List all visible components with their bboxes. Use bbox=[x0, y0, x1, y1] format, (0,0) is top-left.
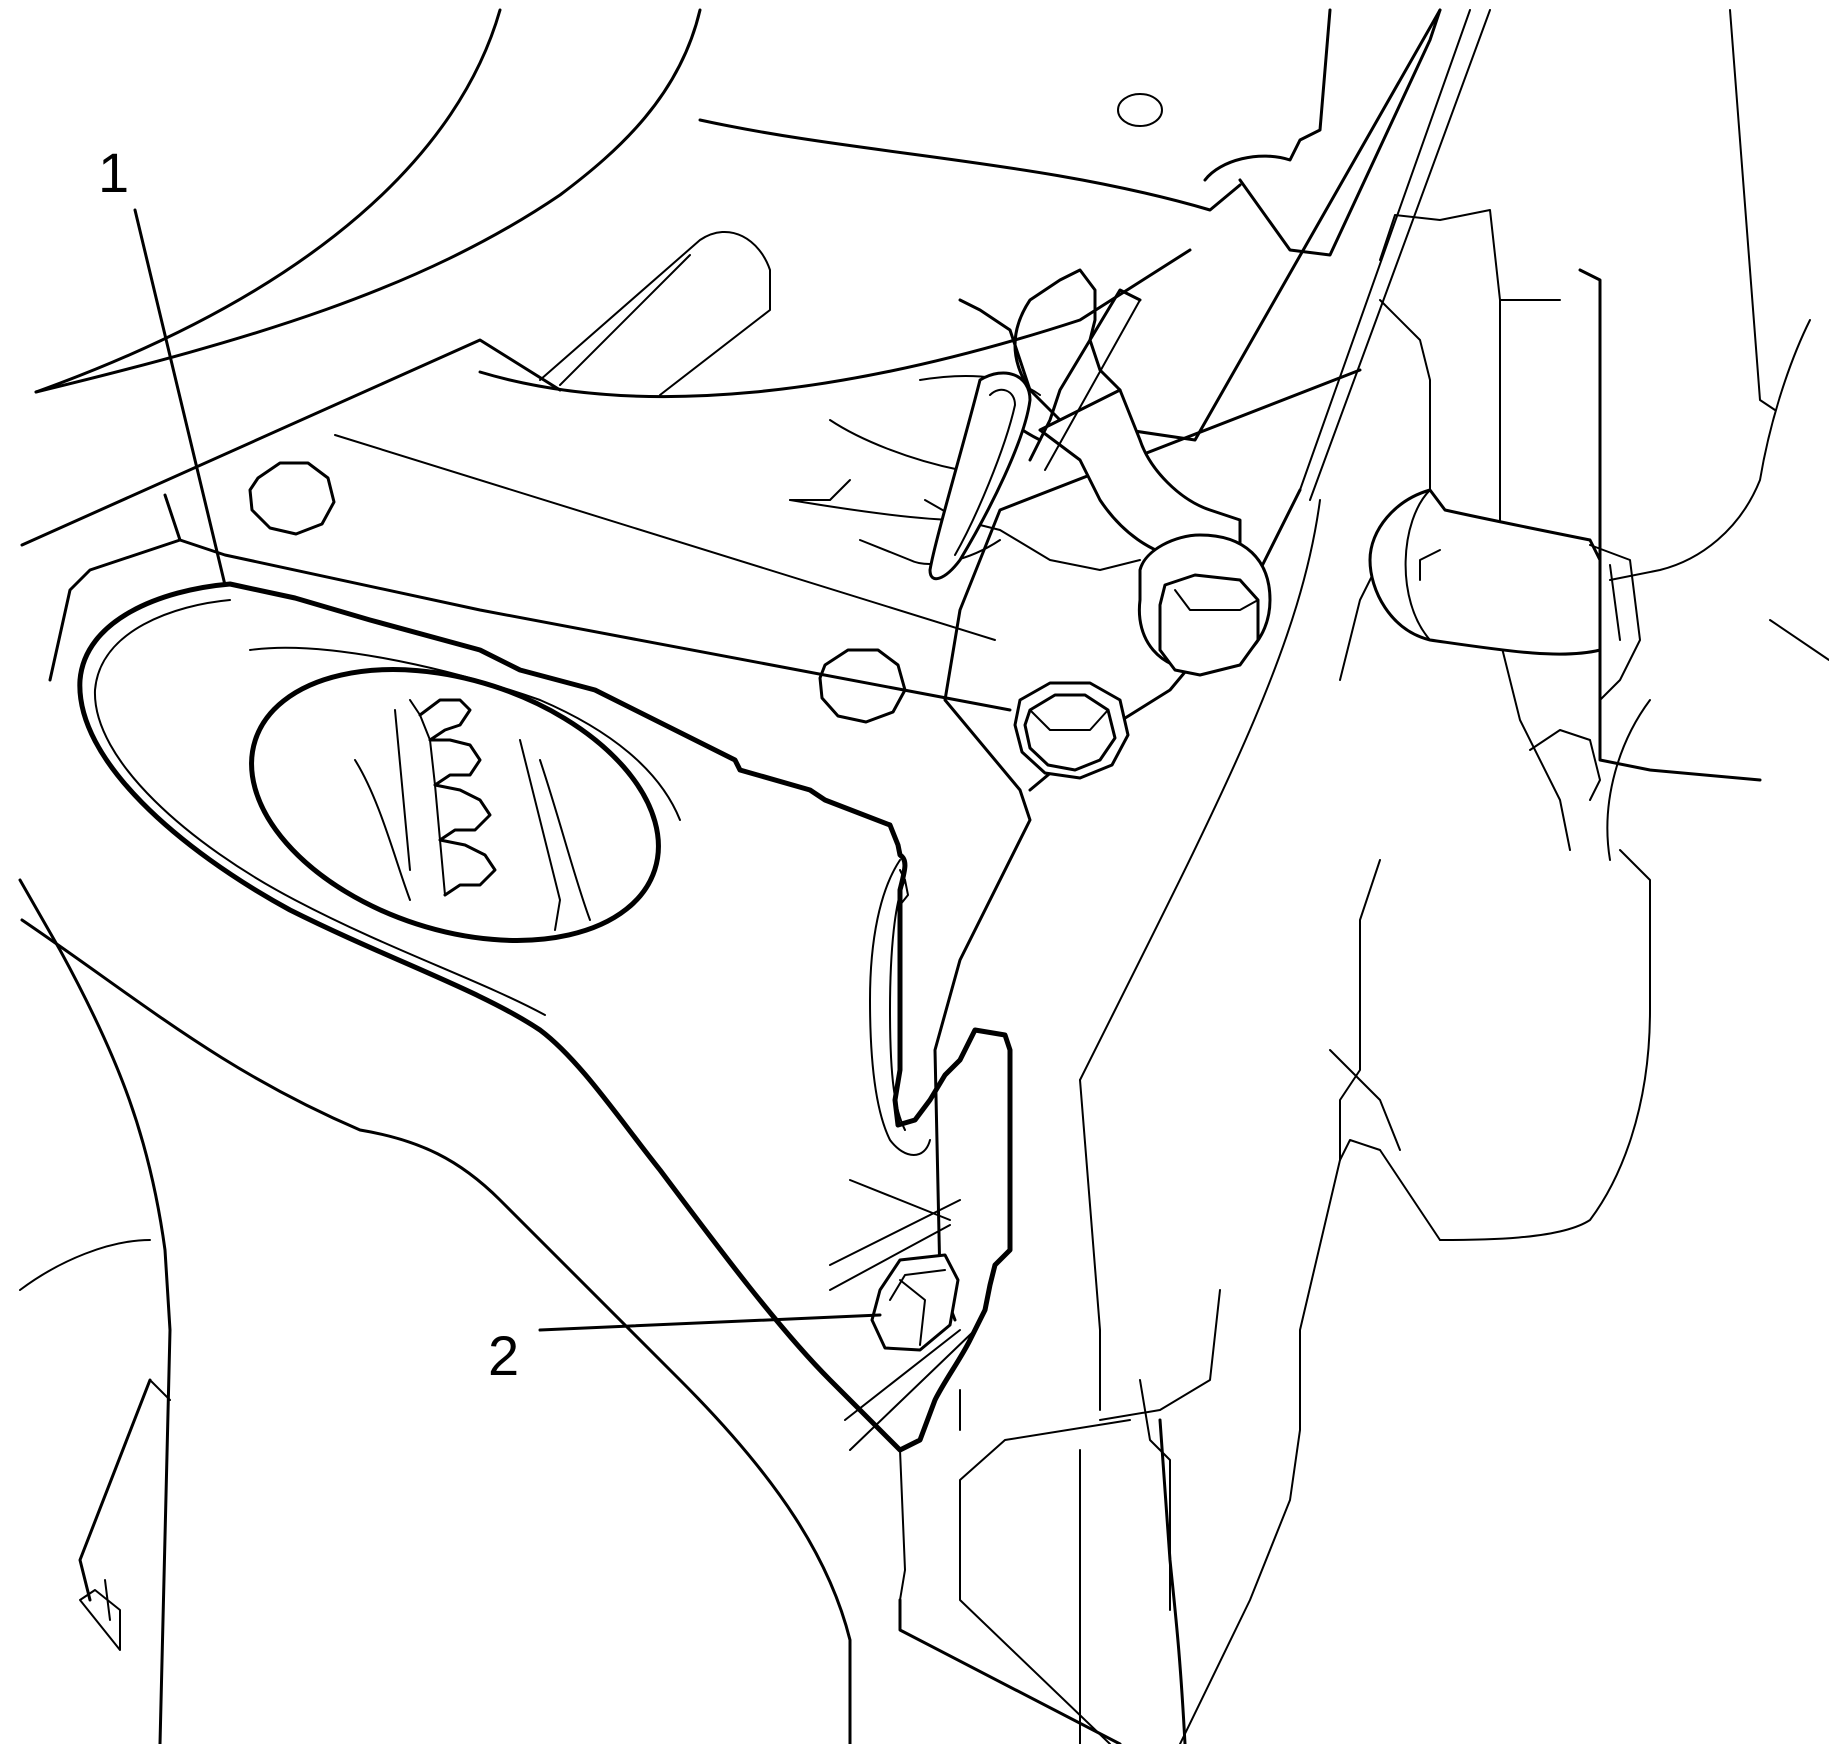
upper-mount bbox=[789, 268, 1242, 581]
diagonal-panels bbox=[18, 434, 1012, 1744]
fasteners bbox=[248, 461, 1272, 1352]
right-side-assembly bbox=[1139, 9, 1829, 1744]
hex-nut-lower bbox=[870, 1253, 960, 1352]
octagon-nut-middle bbox=[818, 648, 907, 724]
callout-label-2: 2 bbox=[488, 1324, 519, 1387]
frame-bracket bbox=[898, 8, 1491, 1744]
callout-label-1: 1 bbox=[98, 141, 129, 204]
leader-line-2 bbox=[538, 1313, 882, 1332]
leader-line-1 bbox=[133, 208, 227, 587]
flange-bolt-center bbox=[1013, 681, 1130, 780]
leader-lines bbox=[133, 208, 882, 1332]
octagon-nut-upper bbox=[248, 461, 336, 536]
spline-teeth bbox=[354, 698, 591, 931]
ring-bracket-part-1 bbox=[77, 581, 1013, 1601]
hex-bolt-right bbox=[1137, 533, 1272, 677]
upper-housing bbox=[20, 8, 1442, 547]
